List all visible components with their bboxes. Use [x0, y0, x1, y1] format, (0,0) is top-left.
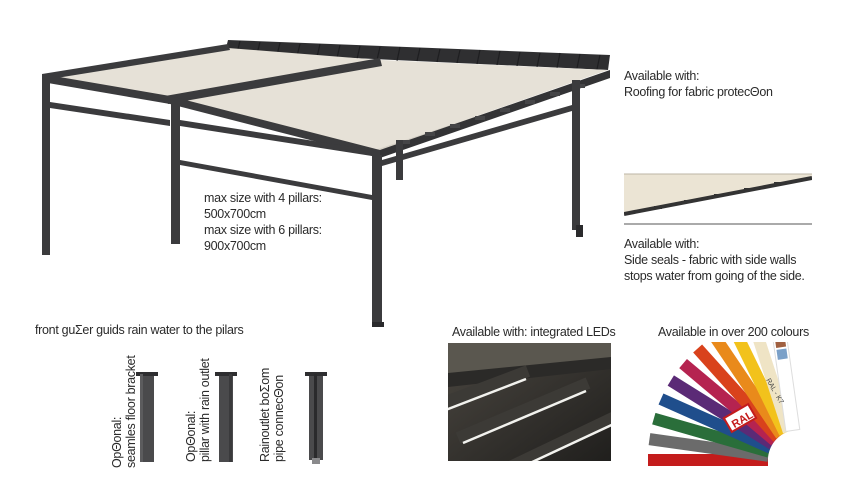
- gutter-option-3-label-1: Rainoutlet boΣom: [258, 368, 272, 462]
- gutter-option-2-label-1: OpΘonal:: [184, 410, 198, 462]
- gutter-caption: front guΣer guids rain water to the pila…: [35, 323, 244, 337]
- max-size-6-pillars-label: max size with 6 pillars:: [204, 223, 322, 237]
- bottom-pipe-pillar-image: [305, 372, 327, 464]
- roofing-description: Roofing for fabric protecΘon: [624, 85, 773, 99]
- gutter-option-1-label-1: OpΘonal:: [110, 416, 124, 468]
- gutter-option-3-label-2: pipe connecΘon: [272, 375, 286, 462]
- colours-caption: Available in over 200 colours: [658, 325, 809, 339]
- floor-bracket-pillar-image: [136, 372, 158, 462]
- ral-colour-fan-image: RAL RAL - K7: [648, 342, 801, 466]
- side-seals-line-2: stops water from going of the side.: [624, 269, 805, 283]
- max-size-4-pillars-label: max size with 4 pillars:: [204, 191, 322, 205]
- roofing-heading: Available with:: [624, 69, 700, 83]
- side-seals-heading: Available with:: [624, 237, 700, 251]
- max-size-4-pillars-value: 500x700cm: [204, 207, 266, 221]
- leds-photo: [448, 343, 611, 461]
- max-size-6-pillars-value: 900x700cm: [204, 239, 266, 253]
- pergola-illustration: [42, 40, 610, 327]
- side-seals-line-1: Side seals - fabric with side walls: [624, 253, 797, 267]
- rain-outlet-pillar-image: [215, 372, 237, 462]
- gutter-option-2-label-2: pillar with rain outlet: [198, 358, 212, 462]
- side-seal-detail-image: [624, 170, 812, 228]
- leds-caption: Available with: integrated LEDs: [452, 325, 616, 339]
